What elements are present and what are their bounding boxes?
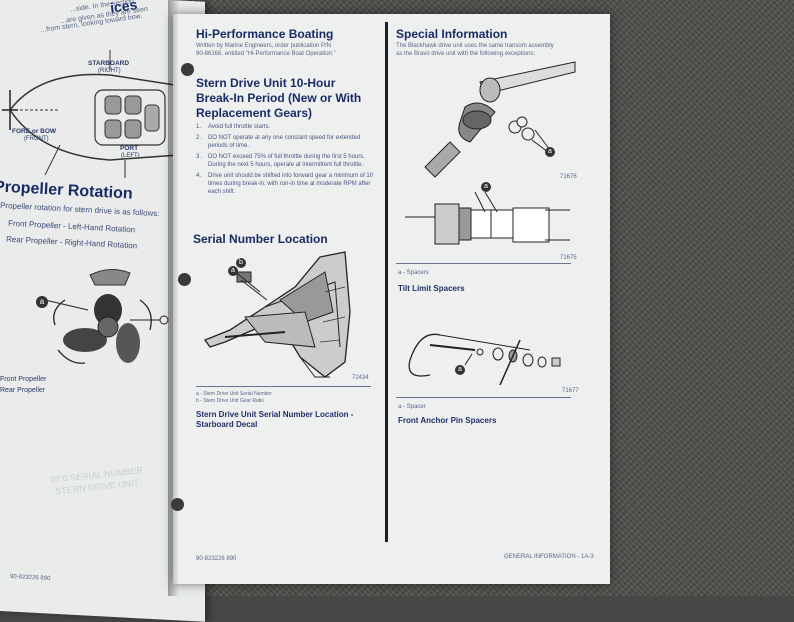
boat-top-view-diagram — [2, 50, 179, 178]
front-propeller-label: Front Propeller — [0, 376, 47, 383]
break-in-title-line-1: Stern Drive Unit 10-Hour — [196, 76, 336, 90]
step-1: 1.Avoid full throttle starts. — [196, 124, 271, 130]
tilt-limit-spacers-illustration — [405, 191, 570, 245]
front-propeller-rotation: Front Propeller - Left-Hand Rotation — [7, 218, 136, 235]
break-in-title-line-2: Break-In Period (New or With — [196, 91, 362, 105]
fore-sub-label: (FRONT) — [24, 136, 49, 142]
propeller-rotation-intro: Propeller rotation for stern drive is as… — [0, 200, 160, 219]
callout-a-tilt-pin: a — [545, 147, 555, 157]
binder-hole-1 — [181, 63, 194, 76]
binding-shadow — [168, 0, 182, 596]
port-label: PORT — [120, 145, 139, 152]
starboard-label: STARBOARD — [88, 60, 130, 67]
serial-caption-line-2: Starboard Decal — [196, 420, 258, 429]
serial-legend-b: b - Stern Drive Unit Gear Ratio — [196, 398, 265, 404]
propeller-rotation-title: Propeller Rotation — [0, 178, 134, 203]
fore-bow-label: FORE or BOW — [12, 128, 57, 135]
hi-performance-title: Hi-Performance Boating — [196, 27, 334, 41]
callout-a-anchor-pin: a — [455, 365, 465, 375]
callout-a-serial: a — [228, 266, 238, 276]
propeller-diagram — [44, 269, 169, 364]
callout-b-gear-ratio: b — [236, 258, 246, 268]
right-page-footer-left: 90-823226 890 — [196, 556, 237, 562]
left-page-content: ...side. In the section, ...are given as… — [0, 0, 205, 596]
rear-propeller-rotation: Rear Propeller - Right-Hand Rotation — [5, 234, 138, 251]
spacer-legend: a - Spacer — [398, 404, 426, 410]
rear-propeller-label: Rear Propeller — [0, 387, 46, 394]
step-3: 3.DO NOT exceed 75% of full throttle dur… — [196, 154, 365, 168]
right-page-footer-right: GENERAL INFORMATION - 1A-3 — [504, 554, 594, 560]
binder-hole-3 — [171, 498, 184, 511]
left-footer: 90-823226 890 — [9, 573, 51, 583]
step-4: 4.Drive unit should be shifted into forw… — [196, 173, 374, 195]
tilt-pin-figure-number: 71676 — [560, 174, 577, 180]
anchor-pin-spacers-illustration — [408, 333, 561, 386]
hi-performance-body-1: Written by Marine Engineers, order publi… — [196, 43, 331, 49]
special-information-title: Special Information — [396, 27, 508, 41]
break-in-title-line-3: Replacement Gears) — [196, 106, 313, 120]
column-divider — [385, 22, 388, 542]
anchor-pin-rule — [396, 397, 571, 398]
serial-caption-line-1: Stern Drive Unit Serial Number Location … — [196, 410, 354, 419]
serial-legend-a: a - Stern Drive Unit Serial Number — [196, 391, 272, 397]
break-in-steps: 1.Avoid full throttle starts. 2.DO NOT o… — [196, 123, 381, 199]
spacers-legend: a - Spacers — [398, 270, 429, 276]
starboard-sub-label: (RIGHT) — [98, 68, 121, 74]
serial-figure-number: 72434 — [352, 375, 369, 381]
tilt-limit-rule — [396, 263, 571, 264]
anchor-pin-caption: Front Anchor Pin Spacers — [398, 416, 497, 425]
serial-figure-rule — [196, 386, 371, 387]
serial-number-title: Serial Number Location — [193, 232, 328, 246]
stern-drive-illustration — [203, 251, 351, 378]
special-info-body-2: as the Bravo drive unit with the followi… — [396, 51, 536, 57]
callout-a-left: a — [36, 296, 48, 308]
step-2: 2.DO NOT operate at any one constant spe… — [196, 135, 361, 149]
tilt-pin-assembly-illustration — [424, 61, 576, 178]
binder-hole-2 — [178, 273, 191, 286]
hi-performance-body-2: 90-86168, entitled "Hi-Performance Boat … — [196, 51, 336, 57]
tilt-limit-caption: Tilt Limit Spacers — [398, 284, 465, 293]
tilt-limit-figure-number: 71675 — [560, 255, 577, 261]
callout-a-tilt-limit: a — [481, 182, 491, 192]
right-page — [173, 14, 610, 584]
port-sub-label: (LEFT) — [121, 153, 140, 159]
anchor-pin-figure-number: 71677 — [562, 388, 579, 394]
special-info-body-1: The Blackhawk drive unit uses the same t… — [396, 43, 554, 49]
